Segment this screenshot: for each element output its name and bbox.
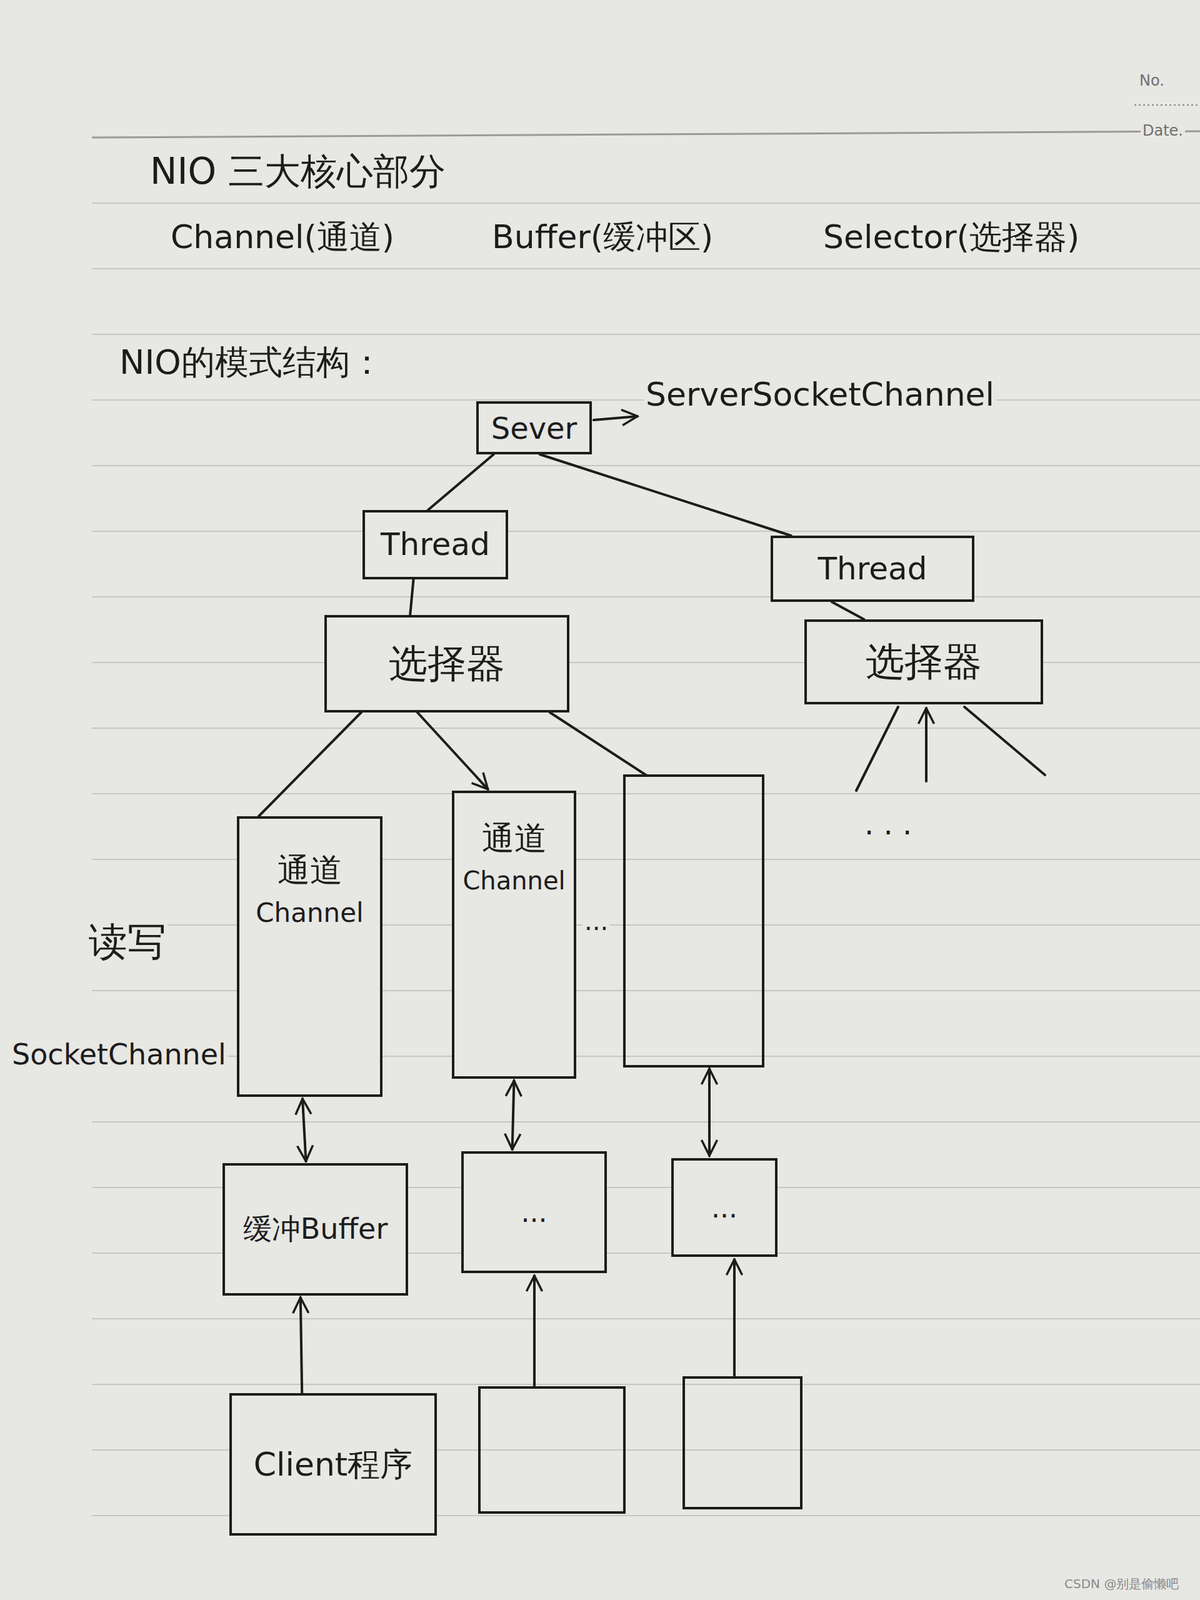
connector-line: [831, 601, 865, 620]
channel-box: 通道 Channel: [451, 790, 577, 1079]
box-text: Channel: [462, 865, 565, 897]
connector-line: [300, 1297, 302, 1394]
buffer-box: 缓冲Buffer: [222, 1163, 409, 1296]
box-text: 选择器: [865, 637, 982, 687]
channel-box-empty: [624, 775, 764, 1067]
ruled-lines: [91, 131, 1200, 1516]
component-label: Channel(通道): [168, 217, 397, 257]
client-box-empty: [683, 1377, 802, 1509]
client-box-empty: [479, 1387, 625, 1513]
buffer-box: ...: [461, 1151, 607, 1274]
box-text: Channel: [255, 896, 364, 930]
selector-box: 选择器: [804, 619, 1044, 705]
connector-line: [258, 712, 362, 817]
box-text: 通道: [481, 818, 547, 859]
server-channel-label: ServerSocketChannel: [643, 375, 997, 414]
connector-line: [512, 1080, 515, 1150]
channel-box: 通道 Channel: [236, 816, 383, 1097]
component-label: Buffer(缓冲区): [490, 217, 715, 257]
thread-box: Thread: [770, 535, 975, 602]
box-text: 通道: [277, 850, 343, 891]
box-text: Thread: [818, 549, 928, 589]
client-arrow: [733, 1259, 736, 1378]
ellipsis: . . .: [862, 806, 914, 843]
box-text: 选择器: [388, 639, 505, 689]
box-text: 缓冲Buffer: [243, 1211, 389, 1248]
watermark: CSDN @别是偷懒吧: [1062, 1576, 1181, 1592]
buffer-box: ...: [671, 1158, 778, 1257]
section-heading: NIO的模式结构：: [117, 342, 386, 384]
client-arrow: [533, 1275, 536, 1388]
connector-line: [540, 454, 792, 536]
thread-box: Thread: [362, 510, 509, 580]
selector-link: [550, 712, 647, 776]
box-text: ...: [711, 1190, 738, 1225]
box-text: Thread: [380, 525, 490, 565]
ellipsis: ...: [582, 906, 610, 937]
connector-line: [428, 454, 494, 510]
connector-line: [417, 712, 489, 790]
client-box: Client程序: [229, 1393, 437, 1536]
page-title: NIO 三大核心部分: [148, 150, 448, 194]
selector-branch: [964, 706, 1045, 775]
selector-branch: [925, 708, 928, 782]
no-dotted-line: [1134, 104, 1200, 106]
box-text: Sever: [491, 409, 578, 447]
read-write-arrow: [708, 1068, 711, 1156]
selector-box: 选择器: [324, 615, 570, 713]
component-label: Selector(选择器): [821, 217, 1082, 257]
selector-branch: [856, 706, 899, 791]
page-number-field: No.: [1137, 71, 1167, 90]
date-field: Date.: [1140, 121, 1185, 140]
server-box: Sever: [476, 401, 592, 455]
read-write-label: 读写: [86, 918, 169, 965]
box-text: Client程序: [253, 1444, 414, 1485]
connector-line: [410, 579, 414, 615]
socket-channel-label: SocketChannel: [10, 1037, 229, 1072]
connector-line: [302, 1098, 306, 1162]
box-text: ...: [521, 1195, 548, 1230]
server-pointer: [593, 416, 638, 420]
